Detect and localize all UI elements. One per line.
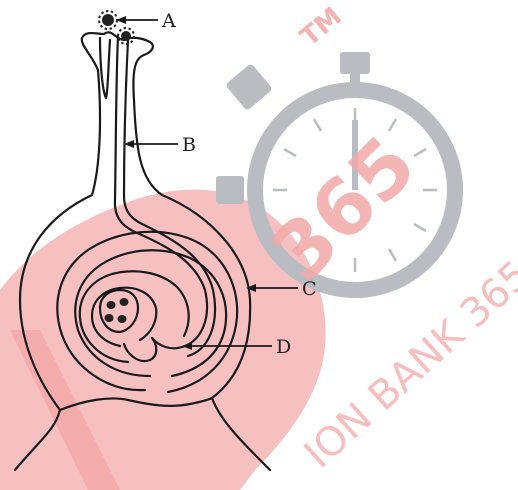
label-d: D	[276, 336, 291, 358]
label-a: A	[161, 10, 176, 32]
label-c: C	[302, 278, 317, 300]
watermark-trademark: TM	[295, 2, 348, 53]
pollen-grain-icon	[99, 11, 134, 44]
label-b: B	[182, 134, 196, 156]
style-canal-left	[100, 38, 110, 98]
